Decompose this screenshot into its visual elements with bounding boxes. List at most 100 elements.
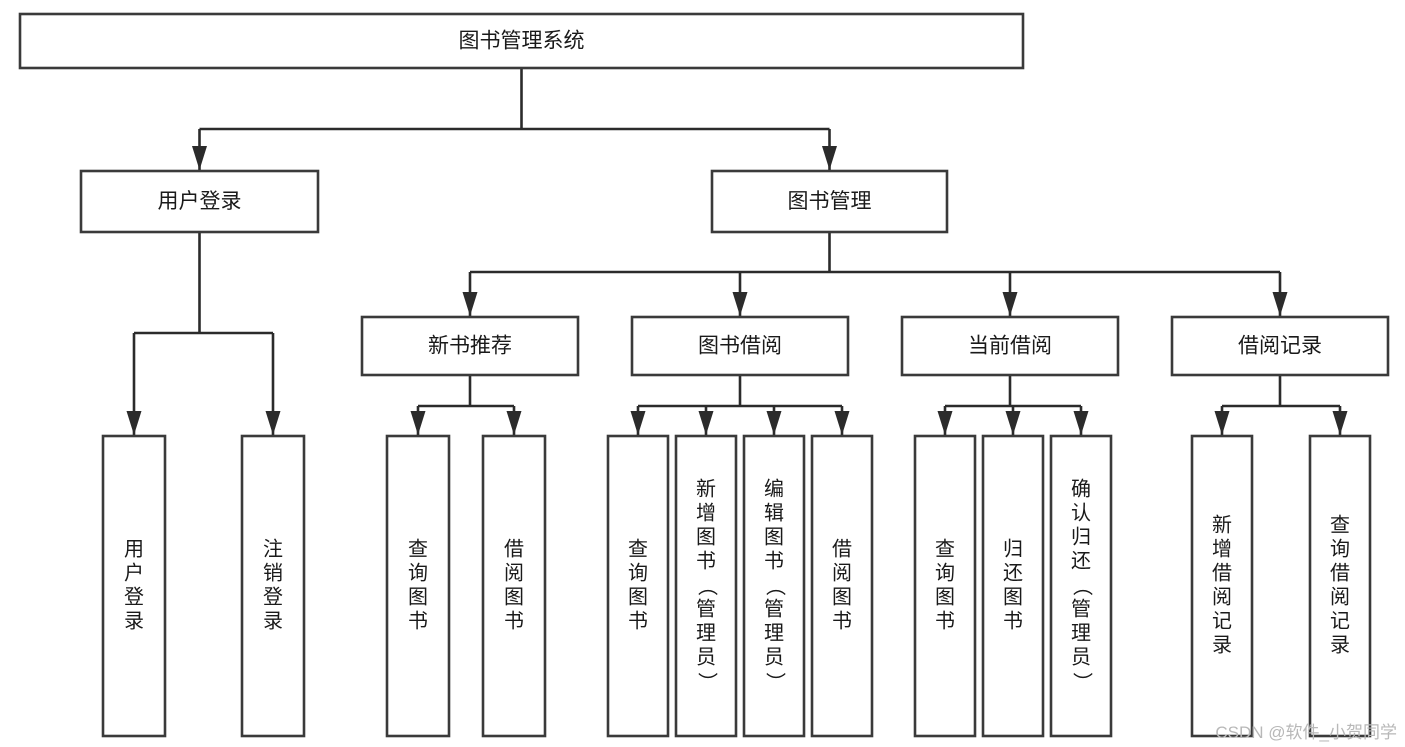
node-label-char: 询 [628, 561, 648, 584]
node-label-char: 管 [696, 597, 716, 620]
arrow-head [1005, 411, 1021, 435]
node-label: 当前借阅 [968, 335, 1052, 358]
node-box[interactable] [79, 169, 320, 234]
node-new-book-rec[interactable]: 新书推荐 [360, 315, 580, 377]
node-root[interactable]: 图书管理系统 [18, 12, 1025, 70]
node-label-char: 理 [764, 622, 784, 644]
arrow-head [1272, 292, 1288, 316]
node-box[interactable] [385, 434, 451, 738]
node-label-char: 借 [1330, 561, 1350, 584]
node-label: 用户登录 [158, 190, 242, 213]
node-box[interactable] [240, 434, 306, 738]
node-label-char: 辑 [764, 501, 784, 524]
node-box[interactable] [913, 434, 977, 738]
node-label: 图书管理 [788, 190, 872, 213]
arrow-head [834, 411, 850, 435]
node-label-char: （ [1071, 576, 1094, 596]
arrow-head [732, 292, 748, 316]
edges-layer [126, 68, 1348, 435]
arrow-head [1073, 411, 1089, 435]
node-box[interactable] [101, 434, 167, 738]
arrow-head [410, 411, 426, 435]
node-box[interactable] [630, 315, 850, 377]
node-label-char: 查 [935, 537, 955, 560]
node-box[interactable] [1170, 315, 1390, 377]
node-label-char: 图 [408, 586, 428, 608]
node-box[interactable] [710, 169, 949, 234]
node-box[interactable] [1049, 434, 1113, 738]
node-label-char: 询 [1330, 537, 1350, 560]
node-label-char: 询 [408, 561, 428, 584]
node-label-char: 员 [1071, 646, 1091, 668]
node-label-char: ） [696, 672, 719, 692]
node-label-char: 借 [832, 537, 852, 560]
node-label: 图书借阅 [698, 335, 782, 358]
node-label-char: 询 [935, 561, 955, 584]
node-label-char: 管 [1071, 597, 1091, 620]
node-label-char: 图 [935, 586, 955, 608]
node-label-char: 书 [696, 549, 716, 572]
watermark: CSDN @软件_小贺同学 [1215, 723, 1397, 742]
node-label: 新书推荐 [428, 335, 512, 358]
node-label-char: 查 [1330, 513, 1350, 536]
node-box[interactable] [481, 434, 547, 738]
node-label-char: 记 [1212, 609, 1232, 632]
nodes-layer: 图书管理系统用户登录图书管理新书推荐图书借阅当前借阅借阅记录用户登录注销登录查询… [18, 12, 1390, 738]
node-box[interactable] [360, 315, 580, 377]
node-label-char: （ [696, 576, 719, 596]
node-box[interactable] [1190, 434, 1254, 738]
arrow-head [698, 411, 714, 435]
node-current-borrow[interactable]: 当前借阅 [900, 315, 1120, 377]
node-book-borrow[interactable]: 图书借阅 [630, 315, 850, 377]
node-label-char: 录 [1330, 634, 1350, 656]
node-label-char: 认 [1071, 501, 1091, 524]
node-book-manage[interactable]: 图书管理 [710, 169, 949, 234]
node-label-char: 图 [504, 586, 524, 608]
node-box[interactable] [18, 12, 1025, 70]
node-label-char: 增 [696, 501, 716, 524]
node-label-char: 借 [1212, 561, 1232, 584]
node-label-char: 增 [1212, 537, 1232, 560]
node-borrow-record[interactable]: 借阅记录 [1170, 315, 1390, 377]
node-box[interactable] [981, 434, 1045, 738]
arrow-head [1002, 292, 1018, 316]
node-label-char: 图 [764, 526, 784, 548]
arrow-head [265, 411, 281, 435]
node-label-char: 书 [832, 609, 852, 632]
node-label-char: 书 [628, 609, 648, 632]
node-label: 图书管理系统 [459, 30, 585, 53]
node-label-char: ） [764, 672, 787, 692]
node-box[interactable] [742, 434, 806, 738]
node-box[interactable] [606, 434, 670, 738]
node-box[interactable] [674, 434, 738, 738]
node-label-char: 录 [124, 610, 144, 632]
arrow-head [822, 146, 837, 170]
node-label-char: 用 [124, 538, 144, 560]
node-label-char: 图 [832, 586, 852, 608]
node-label-char: 销 [263, 561, 283, 584]
node-label-char: 新 [1212, 513, 1232, 536]
node-label-char: 借 [504, 537, 524, 560]
node-box[interactable] [1308, 434, 1372, 738]
node-label-char: 登 [124, 585, 144, 608]
node-box[interactable] [810, 434, 874, 738]
node-box[interactable] [900, 315, 1120, 377]
node-label-char: 书 [1003, 609, 1023, 632]
node-label-char: 查 [408, 537, 428, 560]
node-leaf-user-login[interactable]: 用户登录 [101, 434, 167, 738]
node-user-login[interactable]: 用户登录 [79, 169, 320, 234]
node-label-char: 图 [628, 586, 648, 608]
